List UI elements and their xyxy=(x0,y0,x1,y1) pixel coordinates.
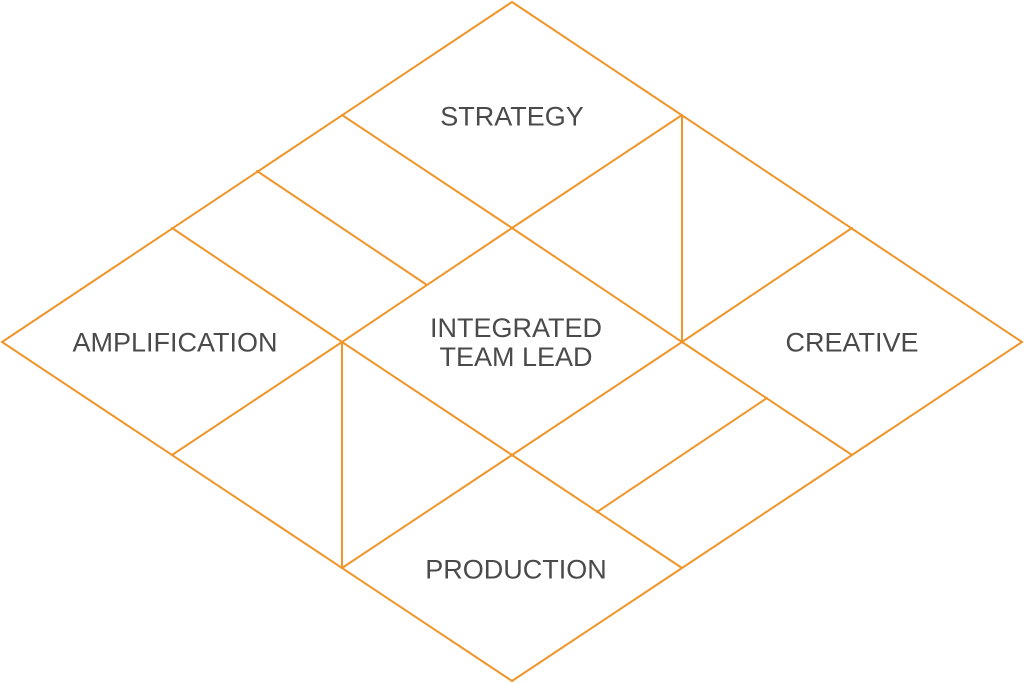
divider-lower-right-strip xyxy=(596,397,768,513)
label-amplification: AMPLIFICATION xyxy=(72,327,278,358)
label-integrated-line2: TEAM LEAD xyxy=(439,342,593,372)
divider-production-left xyxy=(341,454,513,569)
label-strategy: STRATEGY xyxy=(440,101,584,132)
divider-strategy-left xyxy=(341,114,513,229)
divider-creative-top xyxy=(681,227,853,343)
label-integrated-team-lead: INTEGRATED TEAM LEAD xyxy=(430,314,602,372)
label-production: PRODUCTION xyxy=(425,554,607,585)
divider-amplification-top xyxy=(171,227,343,343)
divider-upper-left-strip xyxy=(256,170,428,286)
divider-amplification-bottom xyxy=(171,341,343,456)
label-integrated-line1: INTEGRATED xyxy=(429,313,603,343)
label-creative: CREATIVE xyxy=(785,327,919,358)
divider-strategy-right xyxy=(511,114,683,229)
